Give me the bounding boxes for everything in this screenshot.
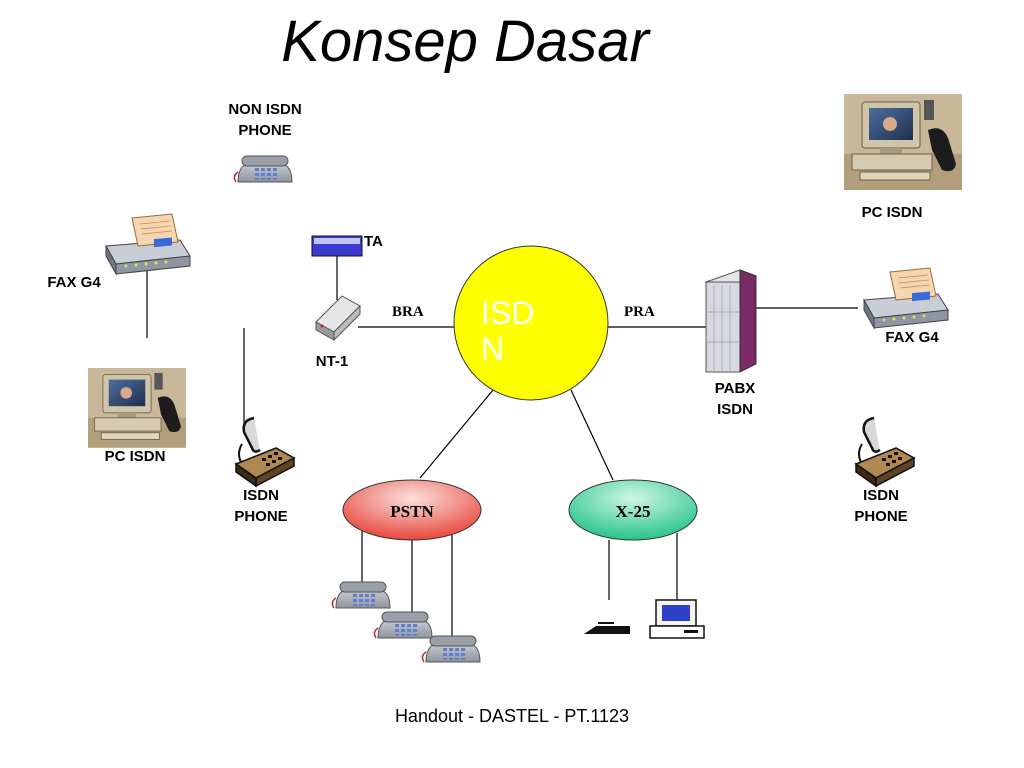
computer-terminal-icon xyxy=(649,599,705,639)
pstn-desk-phone-3-icon xyxy=(421,635,481,663)
pstn-desk-phone-2-icon xyxy=(373,611,433,639)
isdn-node-label: ISD N xyxy=(481,295,534,367)
isdn-cloud-node xyxy=(453,245,609,401)
connection-lines xyxy=(146,256,858,636)
slide-title: Konsep Dasar xyxy=(281,9,649,74)
isdn-node-label-line2: N xyxy=(481,331,505,367)
isdn-phone-left-label: ISDN PHONE xyxy=(234,487,288,525)
pc-isdn-left-label: PC ISDN xyxy=(104,448,166,465)
non-isdn-desk-phone-icon xyxy=(233,155,293,183)
isdn-phone-right-icon xyxy=(854,416,916,488)
pc-isdn-right-icon xyxy=(843,93,963,191)
nt1-box-icon xyxy=(315,295,361,342)
isdn-phone-right-label: ISDN PHONE xyxy=(854,487,908,525)
pstn-node-label: PSTN xyxy=(390,502,434,521)
isdn-node-label-line1: ISD xyxy=(481,295,535,331)
fax-left-label: FAX G4 xyxy=(47,274,101,291)
non-isdn-phone-label: NON ISDN PHONE xyxy=(228,101,302,139)
bra-label: BRA xyxy=(392,304,424,320)
pc-isdn-left-icon xyxy=(87,367,187,449)
pstn-desk-phone-1-icon xyxy=(331,581,391,609)
modem-device-icon xyxy=(584,622,630,634)
pc-isdn-right-label: PC ISDN xyxy=(861,204,923,221)
fax-machine-right-icon xyxy=(863,267,949,329)
pstn-node xyxy=(342,479,482,541)
fax-right-label: FAX G4 xyxy=(885,329,939,346)
isdn-phone-left-icon xyxy=(234,416,296,488)
x25-node-label: X-25 xyxy=(615,502,651,521)
fax-machine-left-icon xyxy=(105,213,191,275)
x25-node xyxy=(568,479,698,541)
pabx-cabinet-icon xyxy=(704,269,758,373)
nt1-label: NT-1 xyxy=(315,353,349,370)
pabx-label: PABX ISDN xyxy=(714,380,756,418)
ta-label: TA xyxy=(364,233,383,250)
pra-label: PRA xyxy=(624,304,655,320)
slide-footer: Handout - DASTEL - PT.1123 xyxy=(394,706,630,726)
